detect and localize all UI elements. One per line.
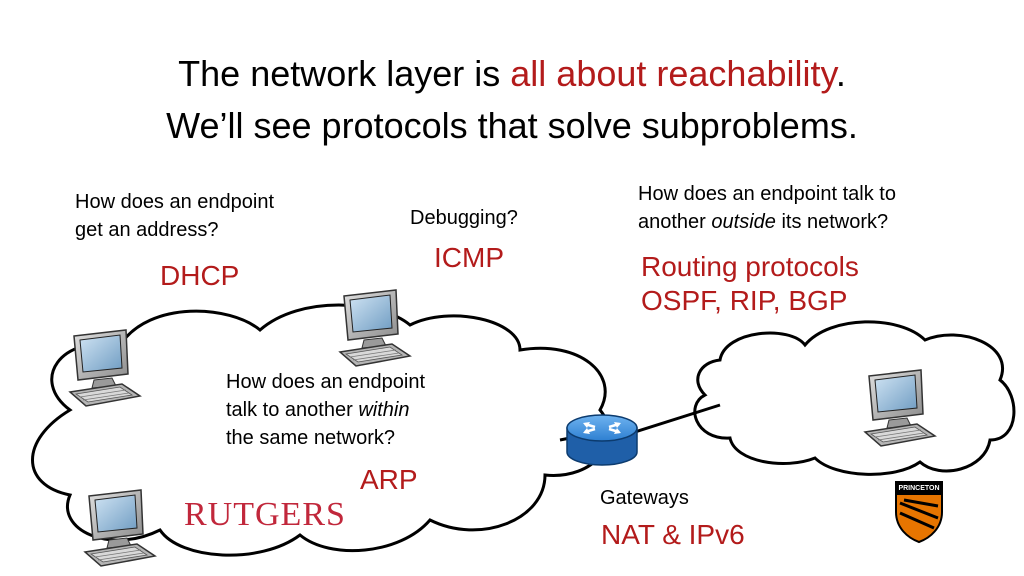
gateways-answer: NAT & IPv6 bbox=[601, 519, 745, 550]
routing-question-line1: How does an endpoint talk to bbox=[638, 183, 896, 205]
title-highlight: all about reachability bbox=[510, 53, 836, 94]
routing-answer-line1: Routing protocols bbox=[641, 251, 859, 282]
princeton-shield-logo bbox=[895, 481, 943, 544]
icmp-question: Debugging? bbox=[410, 207, 518, 229]
gateways-label: Gateways bbox=[600, 487, 689, 509]
arp-question-line3: the same network? bbox=[226, 427, 395, 449]
dhcp-question-line2: get an address? bbox=[75, 219, 219, 241]
routing-q2-emph: outside bbox=[711, 211, 776, 233]
title-prefix: The network layer is bbox=[178, 53, 511, 94]
arp-question: How does an endpoint talk to another wit… bbox=[226, 368, 425, 452]
router-icon bbox=[566, 414, 638, 466]
right-cloud bbox=[693, 320, 1016, 476]
arp-q2-emph: within bbox=[358, 399, 410, 421]
icmp-answer: ICMP bbox=[434, 242, 504, 273]
routing-answer-line2: OSPF, RIP, BGP bbox=[641, 285, 848, 316]
routing-answer: Routing protocols OSPF, RIP, BGP bbox=[641, 250, 859, 318]
rutgers-logo: RUTGERS bbox=[184, 496, 346, 533]
arp-question-line1: How does an endpoint bbox=[226, 371, 426, 393]
arp-answer: ARP bbox=[360, 464, 418, 495]
dhcp-question: How does an endpoint get an address? bbox=[75, 188, 274, 244]
routing-q2-prefix: another bbox=[638, 211, 712, 233]
slide-title-line2: We’ll see protocols that solve subproble… bbox=[166, 105, 858, 146]
slide-title-line1: The network layer is all about reachabil… bbox=[0, 52, 1024, 96]
arp-q2-prefix: talk to another bbox=[226, 399, 359, 421]
princeton-logo-text: PRINCETON bbox=[898, 485, 940, 492]
dhcp-question-line1: How does an endpoint bbox=[75, 191, 275, 213]
title-suffix: . bbox=[835, 53, 846, 94]
routing-question: How does an endpoint talk to another out… bbox=[638, 180, 896, 236]
arp-question-line2: talk to another within bbox=[226, 396, 425, 424]
routing-question-line2: another outside its network? bbox=[638, 208, 896, 236]
dhcp-answer: DHCP bbox=[160, 260, 240, 291]
routing-q2-suffix: its network? bbox=[775, 211, 889, 233]
